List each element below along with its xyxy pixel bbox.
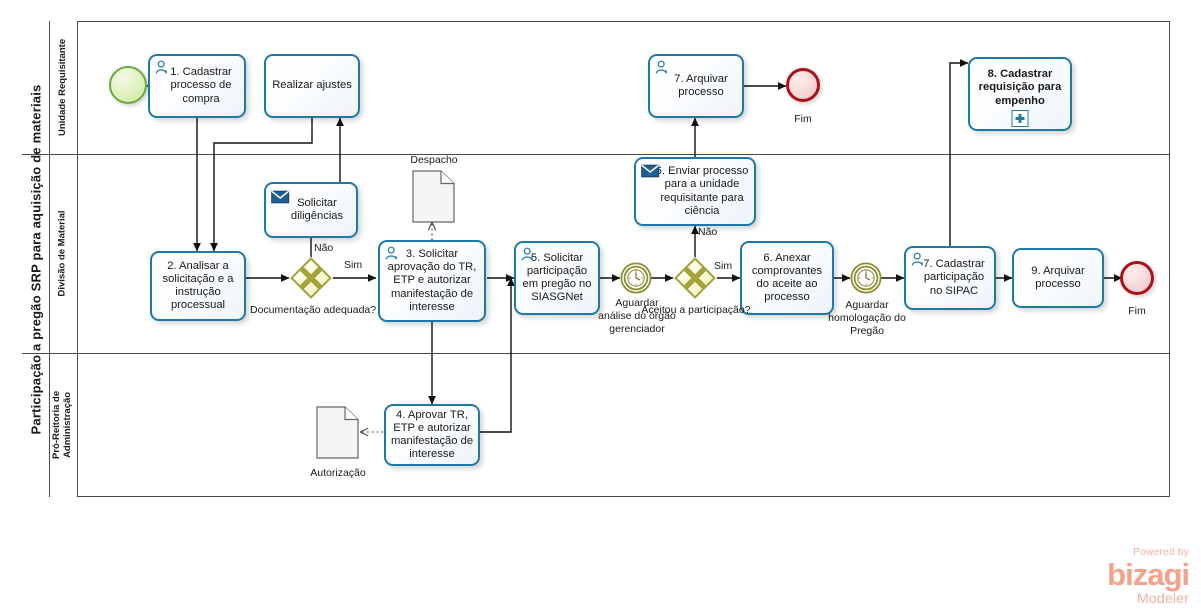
user-icon bbox=[155, 60, 172, 75]
task-6-enviar-processo-unidade[interactable]: 6. Enviar processo para a unidade requis… bbox=[634, 157, 756, 226]
task-label: 9. Arquivar processo bbox=[1031, 264, 1085, 290]
flow-label-nao-1: Não bbox=[314, 242, 334, 254]
bizagi-wordmark: bizagi bbox=[1107, 557, 1190, 592]
task-label: 2. Analisar a solicitação e a instrução … bbox=[162, 259, 234, 312]
end-event-lane1[interactable] bbox=[786, 68, 820, 102]
task-label: 8. Cadastrar requisição para empenho bbox=[978, 68, 1062, 107]
flow-label-sim-1: Sim bbox=[344, 259, 363, 271]
expand-subprocess-icon[interactable] bbox=[1011, 110, 1029, 127]
lane-header-pro-reitoria: Pró-Reitoria de Administração bbox=[50, 353, 78, 497]
flow-label-sim-2: Sim bbox=[714, 260, 733, 272]
timer-aguardar-homologacao-label: Aguardar homologação do Pregão bbox=[828, 299, 906, 338]
envelope-icon bbox=[641, 164, 660, 179]
powered-by-label: Powered by bbox=[1133, 547, 1189, 558]
task-7-cadastrar-participacao-sipac[interactable]: 7. Cadastrar participação no SIPAC bbox=[904, 246, 996, 310]
lane-divider-2 bbox=[22, 353, 1170, 354]
timer-aguardar-analise-label: Aguardar análise do órgão gerenciador bbox=[598, 297, 676, 336]
lane-label-3: Pró-Reitoria de Administração bbox=[51, 390, 74, 460]
modeler-label: Modeler bbox=[1137, 590, 1189, 606]
pool-title-label: Participação a pregão SRP para aquisição… bbox=[28, 84, 44, 434]
gateway-documentacao-label: Documentação adequada? bbox=[250, 304, 377, 316]
task-label: 4. Aprovar TR, ETP e autorizar manifesta… bbox=[390, 408, 474, 461]
task-label: Solicitar diligências bbox=[290, 196, 344, 222]
bizagi-logo: Powered by bizagi Modeler bbox=[1107, 547, 1190, 606]
user-icon bbox=[521, 247, 538, 262]
task-label: 5. Solicitar participação em pregão no S… bbox=[522, 251, 592, 304]
envelope-icon bbox=[271, 190, 290, 205]
task-9-arquivar-processo[interactable]: 9. Arquivar processo bbox=[1012, 248, 1104, 308]
pool-title: Participação a pregão SRP para aquisição… bbox=[22, 21, 50, 497]
user-icon bbox=[655, 60, 672, 75]
task-5-solicitar-participacao-siasgnet[interactable]: 5. Solicitar participação em pregão no S… bbox=[514, 241, 600, 315]
subprocess-8-cadastrar-requisicao-para-empenho[interactable]: 8. Cadastrar requisição para empenho bbox=[968, 57, 1072, 131]
data-object-despacho-label: Despacho bbox=[410, 154, 458, 166]
task-label: 6. Enviar processo para a unidade requis… bbox=[655, 165, 749, 217]
end-event-lane2-label: Fim bbox=[1128, 305, 1146, 317]
gateway-aceitou-participacao[interactable] bbox=[674, 257, 716, 299]
task-realizar-ajustes[interactable]: Realizar ajustes bbox=[264, 54, 360, 118]
lane-header-divisao-de-material: Divisão de Material bbox=[50, 154, 78, 353]
gateway-aceitou-label: Aceitou a participação? bbox=[641, 304, 751, 316]
lane-label-2: Divisão de Material bbox=[57, 210, 69, 297]
task-label: 7. Arquivar processo bbox=[674, 72, 728, 98]
data-object-despacho[interactable] bbox=[412, 170, 455, 228]
end-event-lane1-label: Fim bbox=[794, 113, 812, 125]
task-7-arquivar-processo[interactable]: 7. Arquivar processo bbox=[648, 54, 744, 118]
task-label: 6. Anexar comprovantes do aceite ao proc… bbox=[751, 251, 823, 304]
task-label: Realizar ajustes bbox=[272, 79, 352, 92]
task-4-aprovar-tr-etp[interactable]: 4. Aprovar TR, ETP e autorizar manifesta… bbox=[384, 404, 480, 466]
user-icon bbox=[911, 252, 928, 267]
start-event[interactable] bbox=[109, 66, 147, 104]
flow-label-nao-2: Não bbox=[698, 226, 718, 238]
task-label: 3. Solicitar aprovação do TR, ETP e auto… bbox=[387, 247, 477, 313]
task-label: 1. Cadastrar processo de compra bbox=[170, 66, 232, 105]
task-solicitar-diligencias[interactable]: Solicitar diligências bbox=[264, 182, 358, 238]
end-event-lane2[interactable] bbox=[1120, 261, 1154, 295]
lane-divider-1 bbox=[22, 154, 1170, 155]
task-2-analisar-solicitacao[interactable]: 2. Analisar a solicitação e a instrução … bbox=[150, 251, 246, 321]
data-object-autorizacao-label: Autorização bbox=[310, 467, 366, 479]
task-3-solicitar-aprovacao-tr[interactable]: 3. Solicitar aprovação do TR, ETP e auto… bbox=[378, 240, 486, 322]
lane-label-1: Unidade Requisitante bbox=[57, 38, 69, 137]
data-object-autorizacao[interactable] bbox=[316, 406, 359, 464]
task-label: 7. Cadastrar participação no SIPAC bbox=[923, 258, 985, 297]
task-1-cadastrar-processo-de-compra[interactable]: 1. Cadastrar processo de compra bbox=[148, 54, 246, 118]
user-icon bbox=[385, 246, 402, 261]
gateway-documentacao-adequada[interactable] bbox=[290, 257, 332, 299]
lane-header-unidade-requisitante: Unidade Requisitante bbox=[50, 21, 78, 154]
task-6-anexar-comprovantes[interactable]: 6. Anexar comprovantes do aceite ao proc… bbox=[740, 241, 834, 315]
timer-aguardar-analise[interactable] bbox=[620, 262, 652, 294]
timer-aguardar-homologacao[interactable] bbox=[850, 262, 882, 294]
